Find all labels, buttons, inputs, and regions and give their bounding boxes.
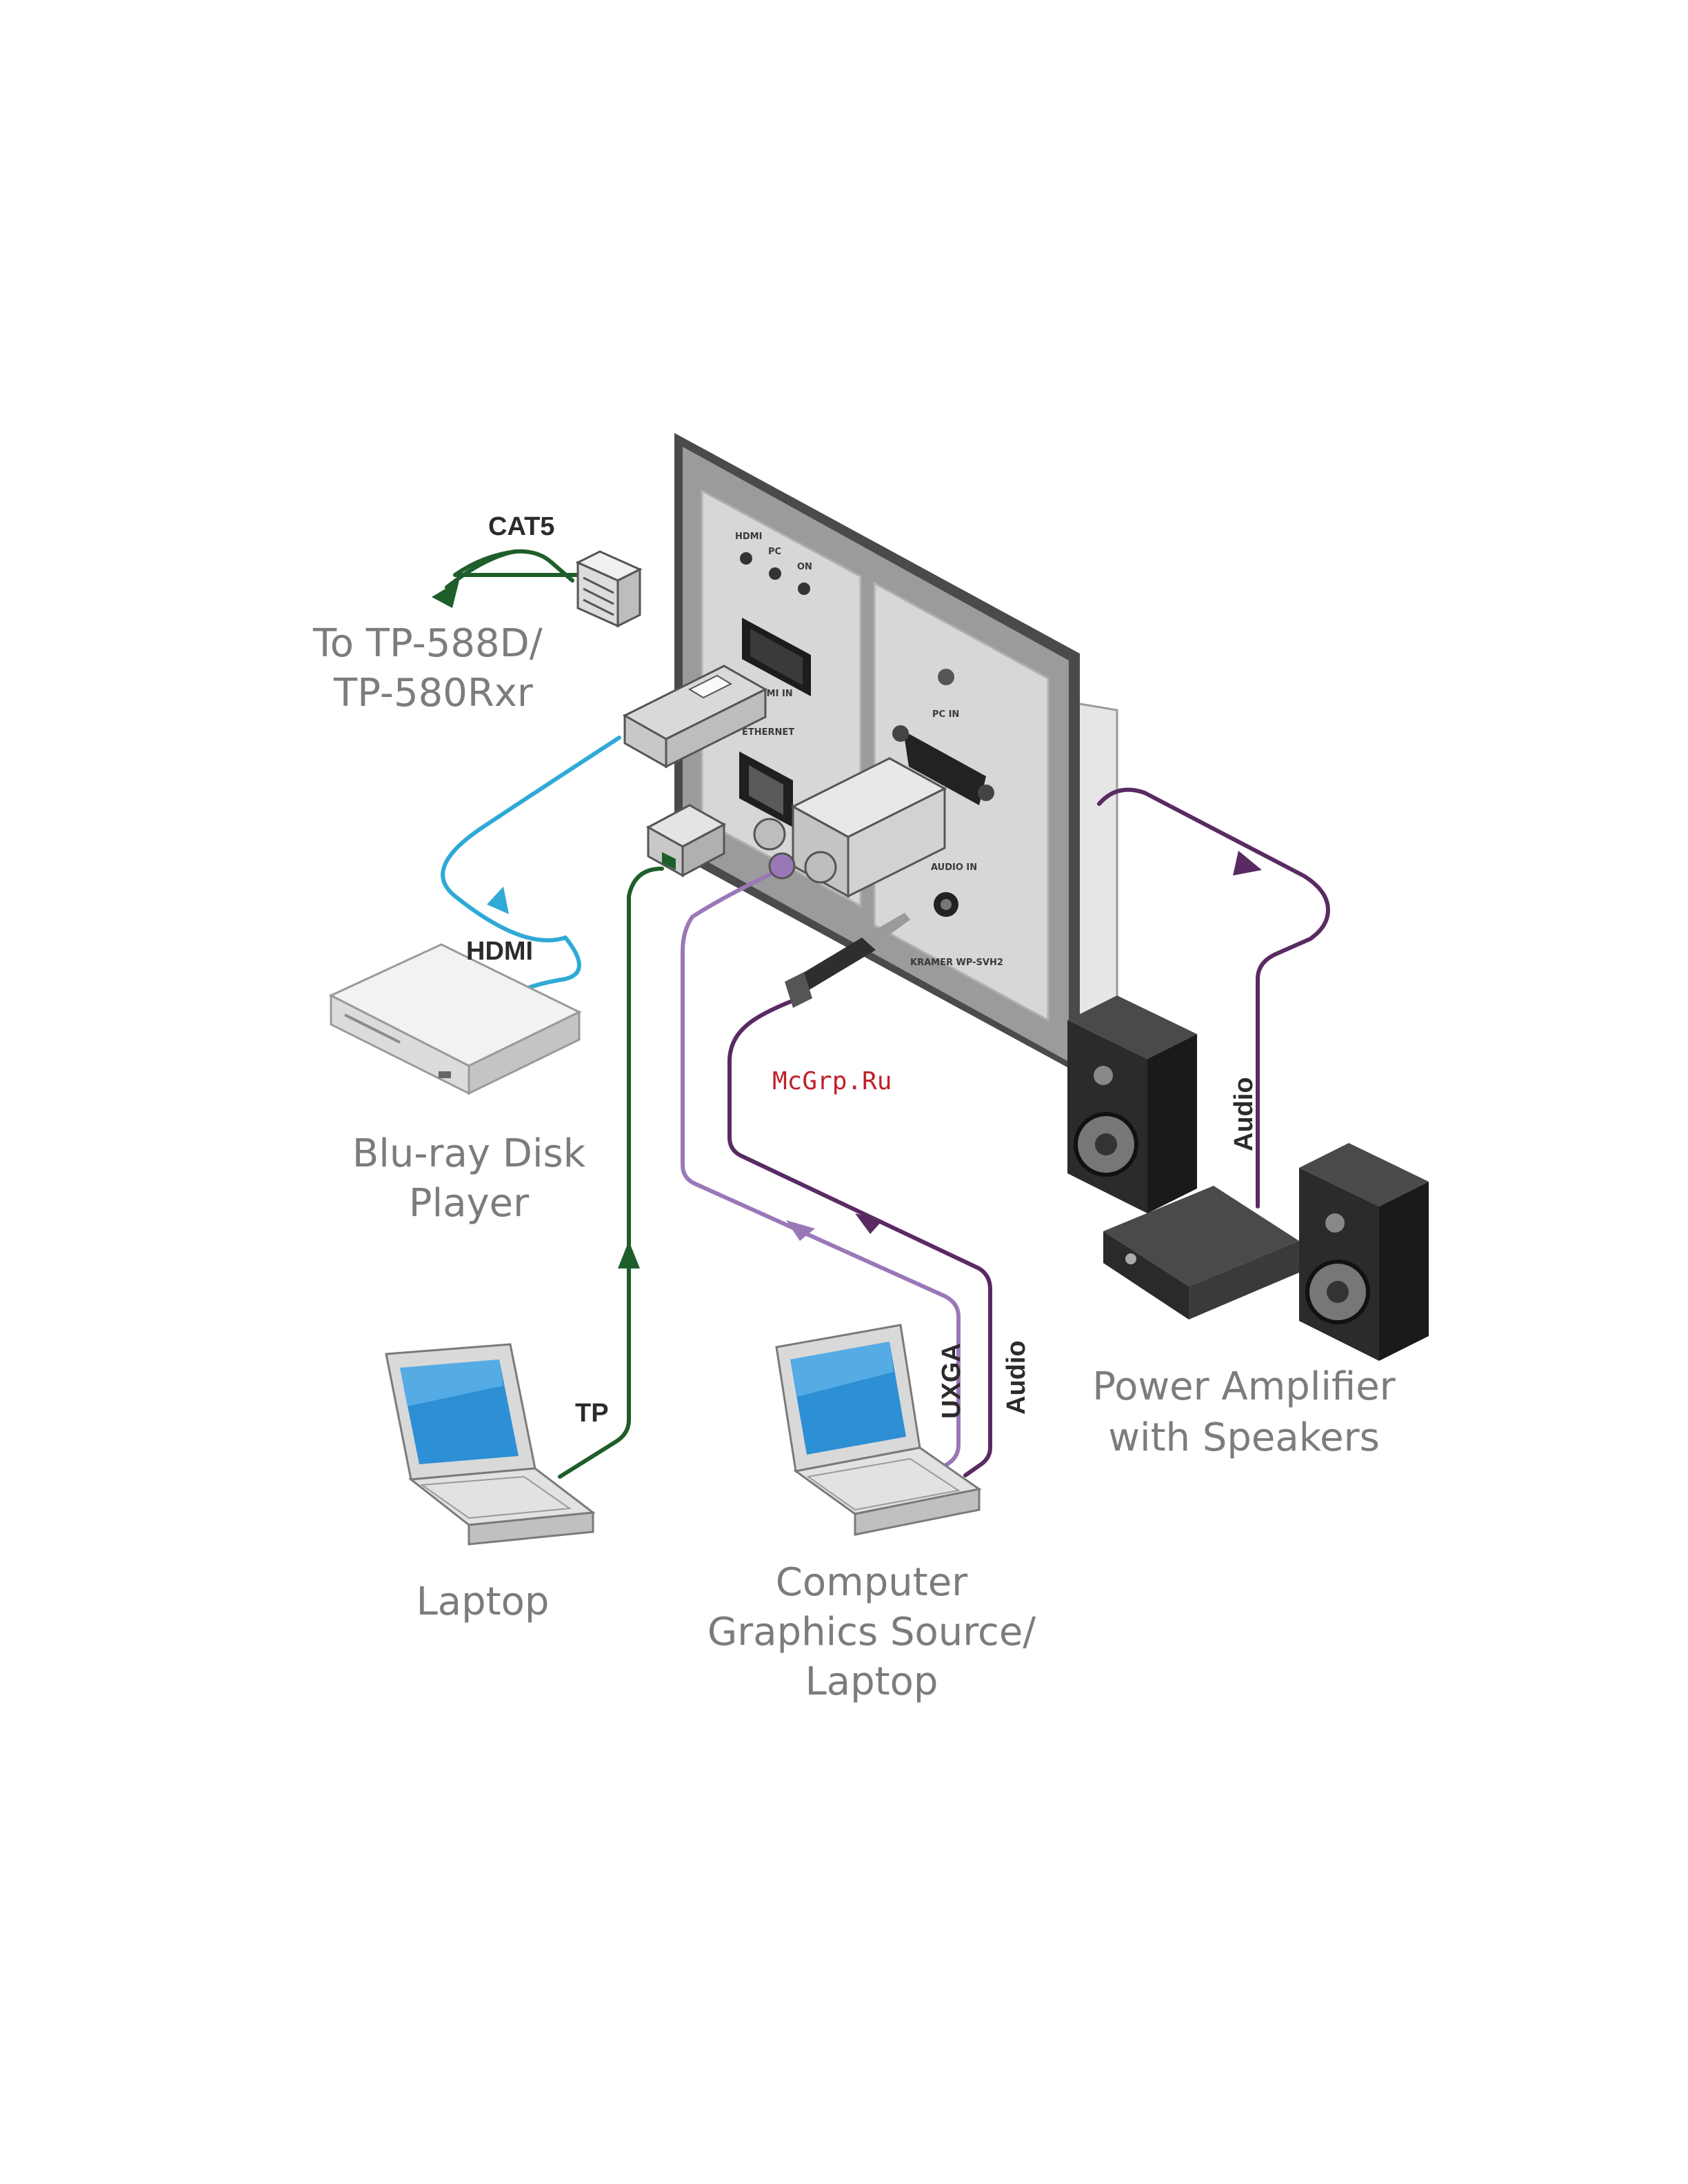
audio-output-arrow-icon: [1233, 851, 1262, 876]
hdmi-arrow-icon: [487, 887, 509, 914]
computer-label-line1: Computer: [776, 1560, 968, 1605]
computer-label-line3: Laptop: [805, 1659, 938, 1704]
bluray-label-line1: Blu-ray Disk: [352, 1131, 586, 1176]
speaker-left-icon: [1067, 995, 1197, 1213]
laptop-label: Laptop: [416, 1579, 550, 1624]
led-pc-label: PC: [768, 547, 781, 557]
bluray-player: [331, 944, 579, 1093]
wall-plate: HDMI PC ON HDMI IN ETHERNET PC IN AUDIO …: [674, 433, 1117, 1074]
bluray-label-line2: Player: [409, 1181, 530, 1226]
laptop-left: [386, 1344, 593, 1544]
audio-input-label: Audio: [1002, 1340, 1031, 1415]
cat5-cable: [455, 552, 578, 580]
cat5-arrow-icon: [432, 580, 459, 608]
model-label: KRAMER WP-SVH2: [910, 958, 1003, 968]
computer-label-line2: Graphics Source/: [707, 1610, 1036, 1655]
amplifier-label-line2: with Speakers: [1108, 1415, 1380, 1460]
pc-in-label: PC IN: [932, 709, 959, 720]
led-on-label: ON: [797, 562, 812, 572]
audio-output-label: Audio: [1229, 1077, 1258, 1151]
speaker-right-icon: [1299, 1143, 1429, 1361]
tp-label: TP: [575, 1399, 609, 1428]
led-pc-icon: [769, 567, 781, 580]
screw-icon: [938, 669, 954, 685]
tp-arrow-icon: [618, 1241, 640, 1268]
uxga-label: UXGA: [937, 1343, 966, 1419]
led-hdmi-label: HDMI: [735, 532, 762, 542]
ethernet-label: ETHERNET: [742, 727, 794, 738]
led-hdmi-icon: [740, 552, 752, 565]
rj45-plug-icon: [578, 552, 640, 626]
destination-label-line2: TP-580Rxr: [333, 671, 534, 716]
audio-in-label: AUDIO IN: [931, 862, 977, 873]
watermark-label: McGrp.Ru: [772, 1067, 892, 1095]
cat5-label: CAT5: [488, 512, 554, 541]
destination-label-line1: To TP-588D/: [312, 621, 543, 666]
led-on-icon: [798, 583, 810, 595]
hdmi-label: HDMI: [466, 937, 533, 966]
amplifier-label-line1: Power Amplifier: [1092, 1364, 1396, 1409]
